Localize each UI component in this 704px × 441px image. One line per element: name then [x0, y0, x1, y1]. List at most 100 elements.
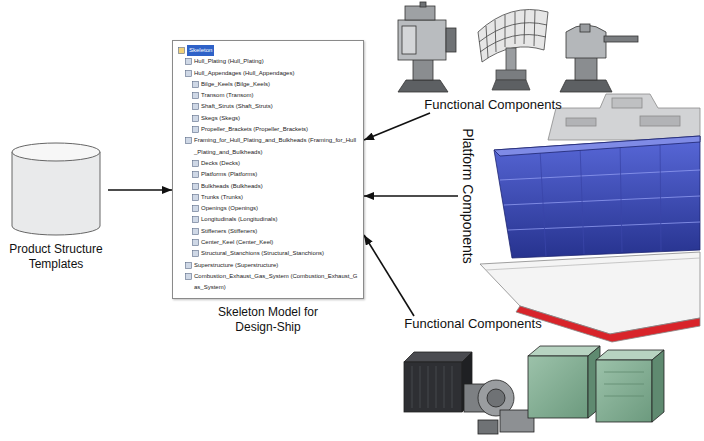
tree-icon [192, 194, 199, 201]
skeleton-model-box: SkeletonHull_Plating (Hull_Plating)Hull_… [172, 40, 364, 335]
ship-hull-part [486, 258, 700, 270]
tree-row: Superstructure (Superstructure) [178, 260, 358, 271]
tree-icon [192, 160, 199, 167]
tree-row: Longitudinals (Longitudinals) [178, 214, 358, 225]
component-label: Platform Components [458, 126, 478, 265]
tree-icon-box [193, 104, 199, 110]
tree-icon-box [193, 183, 199, 189]
tree-icon [192, 216, 199, 223]
ship-structure-part [494, 136, 700, 156]
cylinder-body [12, 152, 100, 235]
tree-icon [185, 58, 192, 65]
tree-item-label: Bulkheads (Bulkheads) [201, 181, 263, 192]
radar-antenna-part [492, 80, 530, 90]
cylinder-outline [4, 142, 108, 238]
radar-antenna-part [496, 70, 526, 80]
tree-row: Bilge_Keels (Bilge_Keels) [178, 79, 358, 90]
tree-icon [192, 81, 199, 88]
ship-hull-part [516, 306, 700, 342]
tree-icon [192, 228, 199, 235]
machinery-part [478, 420, 498, 434]
machinery-part [412, 366, 452, 408]
tree-row: Decks (Decks) [178, 158, 358, 169]
tree-icon-box [193, 251, 199, 257]
arrow-connector [364, 235, 414, 316]
node-label: Functional Components [418, 97, 568, 113]
tree-icon [185, 273, 192, 280]
gun-mount-part [420, 2, 426, 7]
tree-item-label: Transom (Transom) [201, 90, 254, 101]
tree-row: Transom (Transom) [178, 90, 358, 101]
tree-icon-box [193, 81, 199, 87]
tree-item-label: Openings (Openings) [201, 203, 258, 214]
ship-superstructure-part [548, 94, 700, 140]
tree-icon-box [193, 228, 199, 234]
database-cylinder: Product Structure Templates [4, 142, 108, 272]
arrow-connector [364, 113, 430, 140]
label-holder: Skeleton Model for Design-Ship [212, 305, 324, 335]
gun-turret-part [566, 25, 606, 58]
machinery-part [652, 350, 664, 422]
tree-icon-box [193, 217, 199, 223]
tree-item-label: Hull_Plating (Hull_Plating) [194, 56, 264, 67]
ship-structure [494, 136, 700, 258]
tree-item-label: Superstructure (Superstructure) [194, 260, 278, 271]
tree-row: Framing_for_Hull_Plating_and_Bulkheads (… [178, 135, 358, 158]
tree-item-label: Decks (Decks) [201, 158, 240, 169]
ship-structure-part [500, 170, 700, 230]
tree-icon [192, 250, 199, 257]
node-label: Skeleton Model for Design-Ship [212, 305, 324, 335]
machinery-part [596, 360, 652, 422]
node-label: Product Structure Templates [4, 242, 108, 272]
node-label: Platform Components [460, 128, 476, 263]
machinery-part [528, 356, 588, 418]
tree-item-label: Hull_Appendages (Hull_Appendages) [194, 68, 294, 79]
tree-icon-box [193, 93, 199, 99]
tree-icon-box [179, 48, 185, 54]
tree-item-label: Trunks (Trunks) [201, 192, 243, 203]
tree-row: Shaft_Struts (Shaft_Struts) [178, 101, 358, 112]
ship-superstructure-part [566, 118, 596, 126]
tree-row: Skegs (Skegs) [178, 113, 358, 124]
tree-item-label: Skegs (Skegs) [201, 113, 240, 124]
product-tree-panel: SkeletonHull_Plating (Hull_Plating)Hull_… [172, 40, 364, 299]
tree-icon [192, 171, 199, 178]
tree-row: Bulkheads (Bulkheads) [178, 181, 358, 192]
tree-row: Hull_Plating (Hull_Plating) [178, 56, 358, 67]
machinery-part [604, 372, 644, 396]
tree-icon-box [193, 240, 199, 246]
tree-item-label: Bilge_Keels (Bilge_Keels) [201, 79, 270, 90]
tree-icon-box [186, 70, 192, 76]
gun-mount-part [398, 20, 446, 60]
tree-icon [185, 137, 192, 144]
gun-turret-part [560, 80, 612, 92]
tree-item-label: Skeleton [187, 45, 214, 56]
gun-mount-part [402, 26, 416, 54]
tree-item-label: Center_Keel (Center_Keel) [201, 237, 273, 248]
machinery-part [404, 352, 472, 362]
tree-icon [192, 205, 199, 212]
tree-item-label: Structural_Stanchions (Structural_Stanch… [201, 248, 324, 259]
tree-icon [192, 115, 199, 122]
tree-row: Trunks (Trunks) [178, 192, 358, 203]
tree-icon [185, 262, 192, 269]
ship-superstructure-part [640, 116, 680, 126]
tree-icon [192, 183, 199, 190]
gun-mount-part [398, 80, 448, 92]
tree-icon-box [186, 262, 192, 268]
tree-item-label: Longitudinals (Longitudinals) [201, 214, 277, 225]
arrow-connector [364, 195, 458, 197]
component-label: Functional Components [398, 316, 548, 332]
tree-item-label: Platforms (Platforms) [201, 169, 257, 180]
gun-turret [560, 24, 638, 92]
tree-icon-box [193, 127, 199, 133]
tree-row: Hull_Appendages (Hull_Appendages) [178, 68, 358, 79]
gun-mount [398, 2, 456, 92]
gun-turret-part [575, 55, 597, 80]
tree-icon-box [186, 138, 192, 144]
tree-item-label: Propeller_Brackets (Propeller_Brackets) [201, 124, 308, 135]
tree-icon [192, 126, 199, 133]
tree-row: Propeller_Brackets (Propeller_Brackets) [178, 124, 358, 135]
tree-icon [192, 103, 199, 110]
node-label: Functional Components [398, 316, 548, 332]
